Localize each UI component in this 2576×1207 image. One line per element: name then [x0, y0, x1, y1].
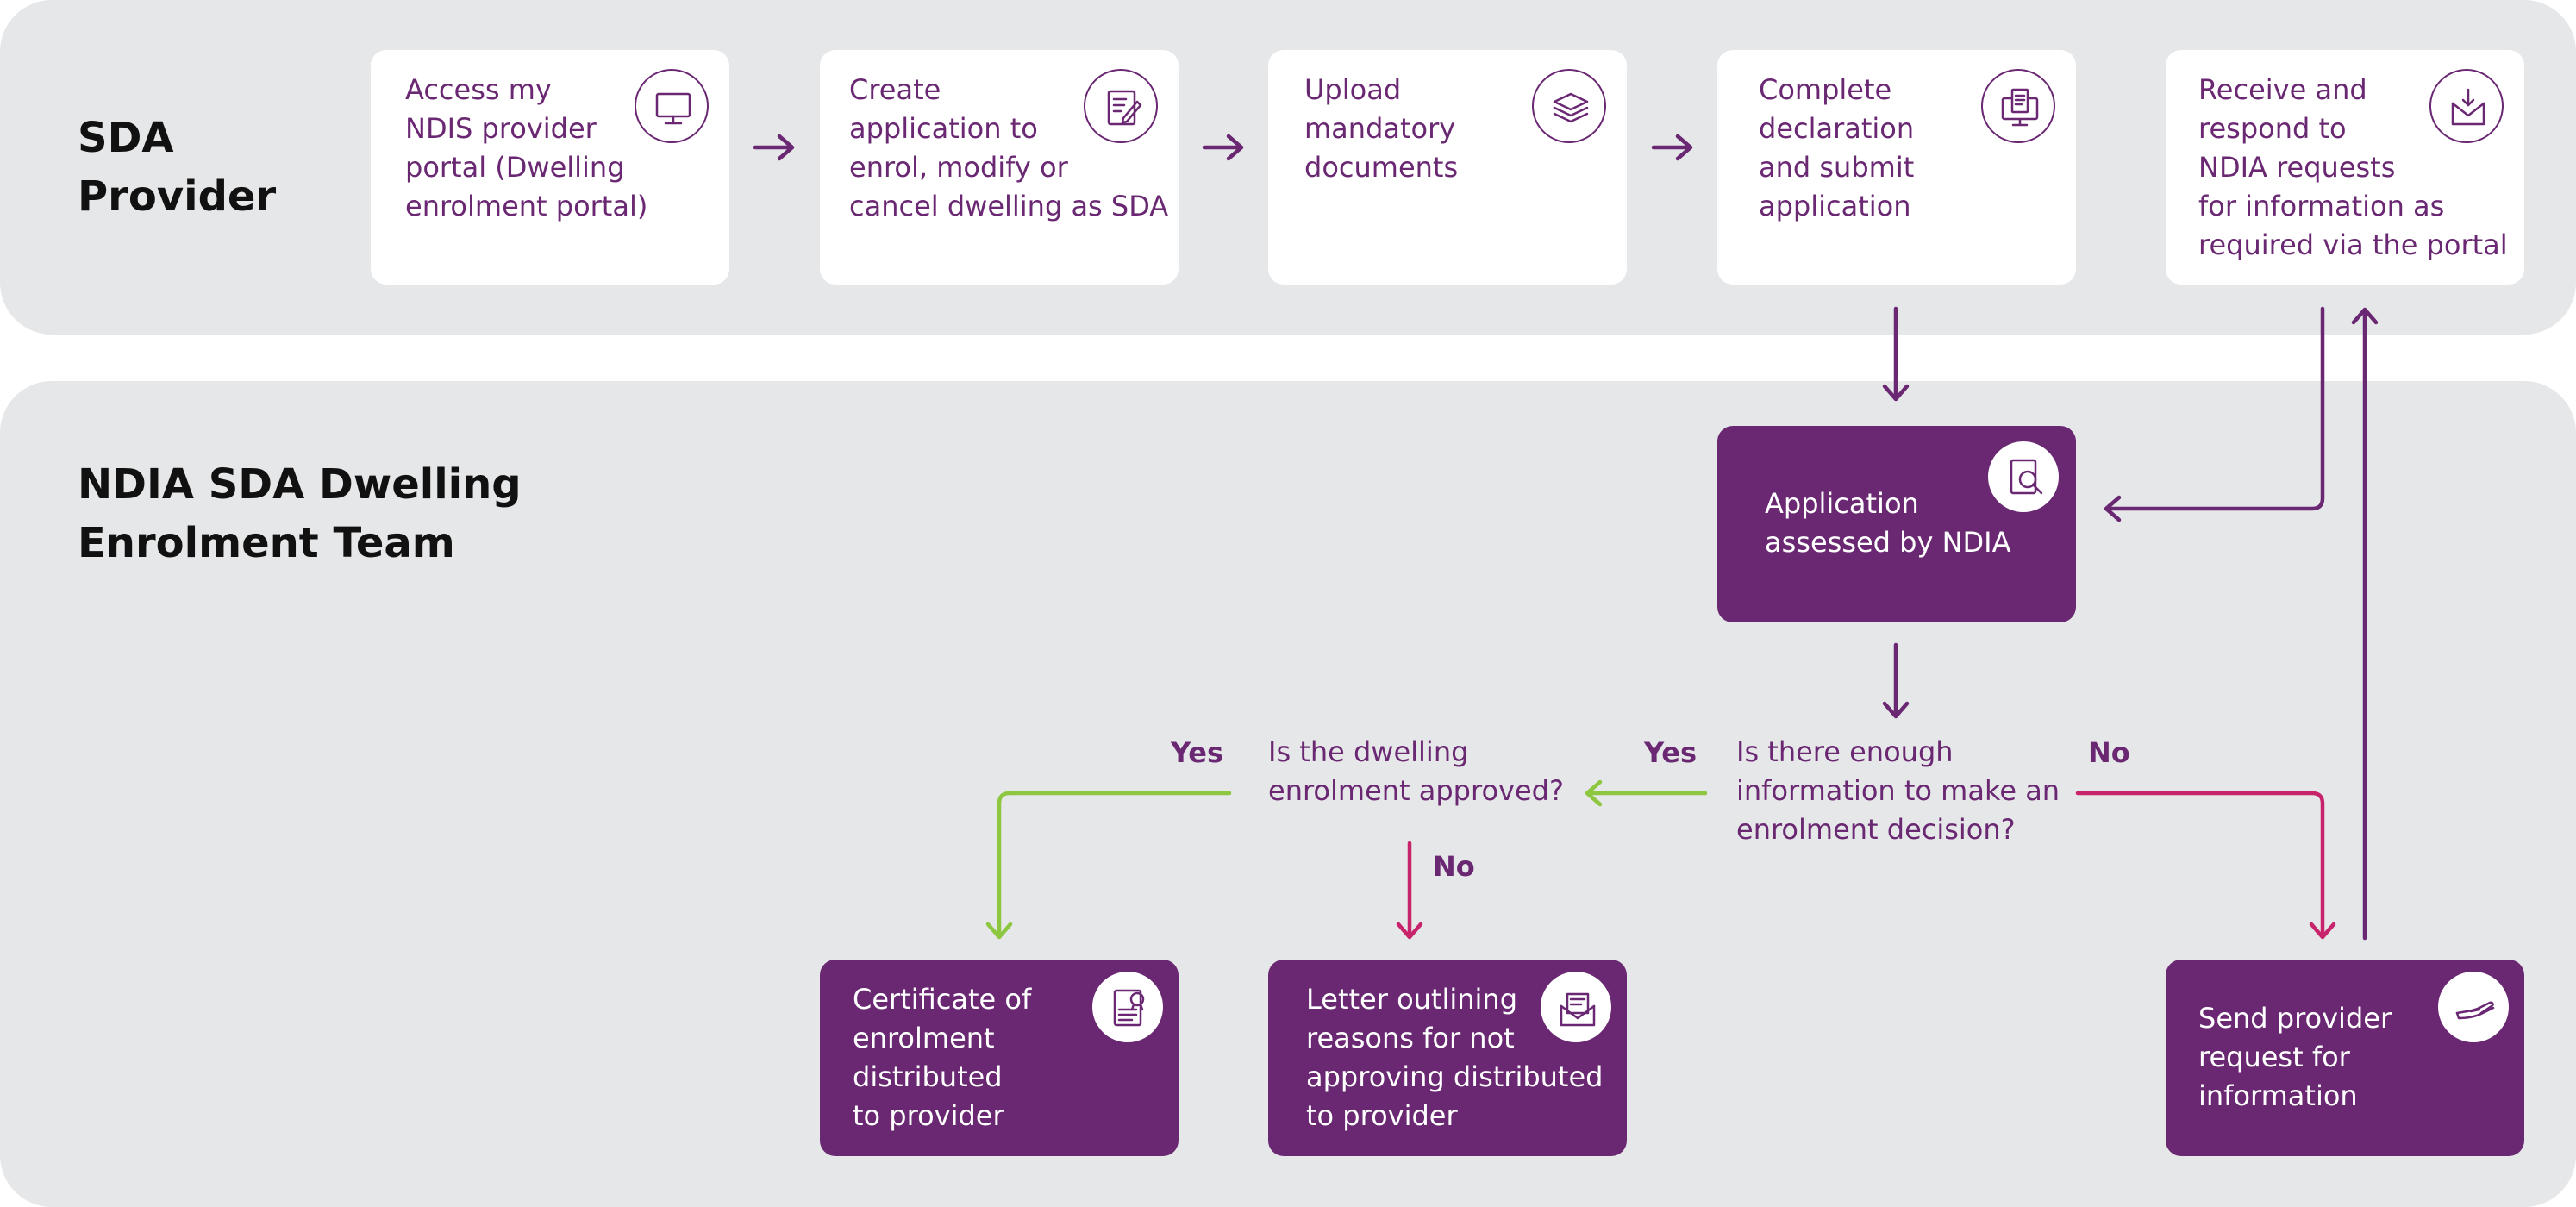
step-application-assessed: Application assessed by NDIA — [1717, 426, 2076, 622]
letter-icon — [1541, 972, 1611, 1042]
step-send-provider-request: Send provider request for information — [2166, 960, 2524, 1156]
inbox-icon — [2429, 69, 2504, 143]
step-upload-documents: Upload mandatory documents — [1268, 50, 1627, 285]
computer-document-icon — [1981, 69, 2055, 143]
layers-icon — [1532, 69, 1606, 143]
certificate-icon — [1092, 972, 1163, 1042]
step-complete-declaration-text: Complete declaration and submit applicat… — [1759, 73, 1915, 222]
step-letter-distributed-text: Letter outlining reasons for not approvi… — [1306, 983, 1604, 1132]
label-no-approved: No — [1433, 850, 1475, 883]
step-respond-requests-text: Receive and respond to NDIA requests for… — [2198, 73, 2508, 261]
label-yes-approved: Yes — [1171, 736, 1223, 769]
step-certificate-distributed-text: Certificate of enrolment distributed to … — [853, 983, 1032, 1132]
step-respond-requests: Receive and respond to NDIA requests for… — [2166, 50, 2524, 285]
step-access-portal: Access my NDIS provider portal (Dwelling… — [371, 50, 729, 285]
lane-title-sda-provider: SDA Provider — [78, 114, 277, 221]
step-access-portal-text: Access my NDIS provider portal (Dwelling… — [405, 73, 648, 222]
magnifier-document-icon — [1988, 441, 2059, 512]
step-send-provider-request-text: Send provider request for information — [2198, 1002, 2392, 1112]
step-create-application: Create application to enrol, modify or c… — [820, 50, 1179, 285]
decision-enough-information: Is there enough information to make an e… — [1736, 735, 2060, 846]
step-letter-distributed: Letter outlining reasons for not approvi… — [1268, 960, 1627, 1156]
step-application-assessed-text: Application assessed by NDIA — [1765, 487, 2011, 559]
hand-icon — [2438, 972, 2509, 1042]
edit-document-icon — [1084, 69, 1158, 143]
step-create-application-text: Create application to enrol, modify or c… — [849, 73, 1169, 222]
monitor-icon — [635, 69, 709, 143]
lane-title-ndia-team: NDIA SDA Dwelling Enrolment Team — [78, 460, 522, 567]
step-upload-documents-text: Upload mandatory documents — [1304, 73, 1459, 184]
step-complete-declaration: Complete declaration and submit applicat… — [1717, 50, 2076, 285]
label-yes-enough-info: Yes — [1644, 736, 1697, 769]
step-certificate-distributed: Certificate of enrolment distributed to … — [820, 960, 1179, 1156]
decision-dwelling-approved: Is the dwelling enrolment approved? — [1268, 735, 1564, 807]
label-no-enough-info: No — [2088, 736, 2130, 769]
